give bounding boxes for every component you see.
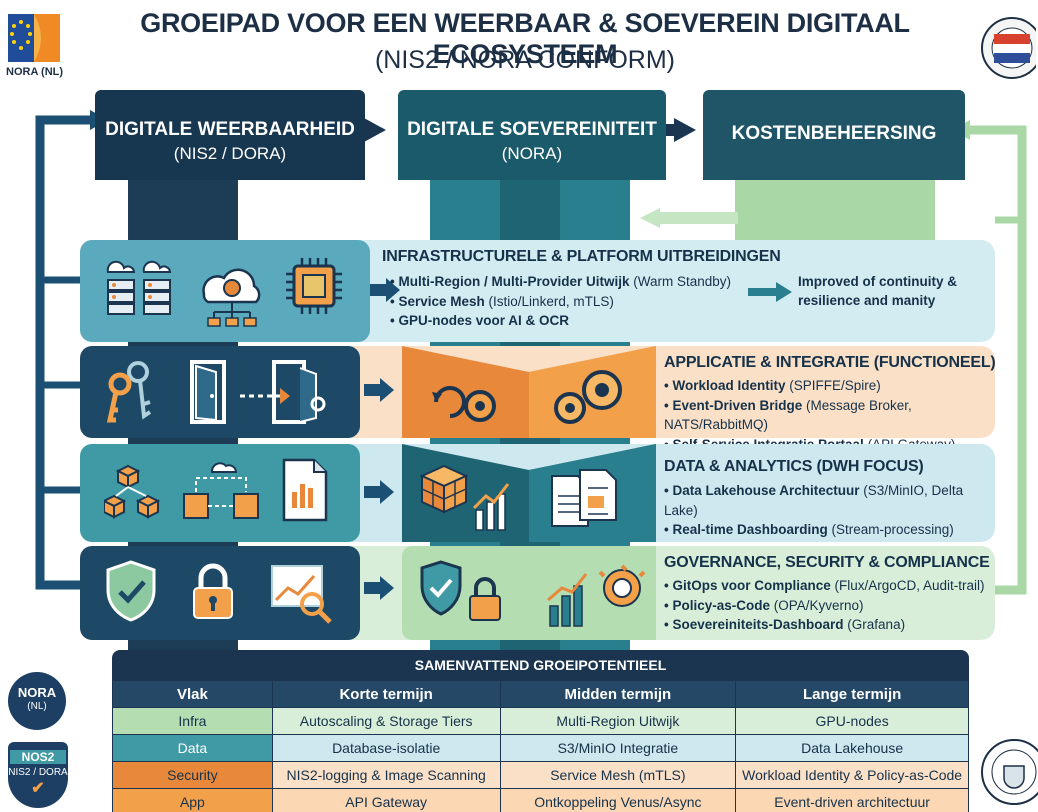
door-icon: [190, 360, 226, 424]
column-subtitle: (NORA): [501, 144, 563, 163]
badge-line: NORA: [17, 685, 57, 700]
bullet-item: Real-time Dashboarding (Stream-processin…: [664, 520, 994, 540]
analytics-search-icon: [271, 565, 332, 624]
table-row: Data Database-isolatie S3/MinIO Integrat…: [112, 734, 969, 762]
row-label: App: [112, 788, 273, 812]
summary-table: SAMENVATTEND GROEIPOTENTIEEL Vlak Korte …: [112, 650, 969, 812]
gov-bullets: GitOps voor Compliance (Flux/ArgoCD, Aud…: [664, 576, 994, 635]
column-header: Vlak: [112, 680, 273, 708]
bullet-item: Data Lakehouse Architectuur (S3/MinIO, D…: [664, 481, 994, 520]
column-header-soevereiniteit: DIGITALE SOEVEREINITEIT (NORA): [398, 90, 666, 180]
row-label: Infra: [112, 707, 273, 735]
cloud-gear-icon: [202, 268, 261, 327]
bullet-item: Workload Identity (SPIFFE/Spire): [664, 376, 994, 396]
table-cell: Service Mesh (mTLS): [499, 761, 737, 789]
check-icon: ✔: [31, 780, 45, 797]
data-title: DATA & ANALYTICS (DWH FOCUS): [664, 458, 924, 475]
bar-chart-icon: [472, 483, 510, 531]
table-cell: Workload Identity & Policy-as-Code: [735, 761, 969, 789]
column-header: Midden termijn: [499, 680, 737, 708]
infra-outcome: Improved of continuity & resilience and …: [798, 274, 958, 308]
column-title: KOSTENBEHEERSING: [731, 123, 937, 144]
bullet-item: Event-Driven Bridge (Message Broker, NAT…: [664, 396, 994, 435]
bullet-item: Multi-Region / Multi-Provider Uitwijk (W…: [390, 272, 750, 292]
page-subtitle: (NIS2 / NORA CONFORM): [374, 46, 675, 74]
arrow-right-icon: [748, 282, 792, 302]
table-cell: GPU-nodes: [735, 707, 969, 735]
cloud-server-icon: [106, 260, 172, 315]
padlock-icon: [193, 563, 233, 619]
netherlands-seal-icon: [981, 739, 1038, 805]
table-cell: S3/MinIO Integratie: [499, 734, 737, 762]
summary-grid: Vlak Korte termijn Midden termijn Lange …: [112, 680, 969, 812]
eu-nora-logo: [8, 14, 60, 62]
column-subtitle: (NIS2 / DORA): [173, 144, 287, 163]
documents-icon: [551, 469, 617, 527]
column-header-kostenbeheersing: KOSTENBEHEERSING: [703, 90, 965, 180]
grafana-icon: [598, 564, 646, 607]
table-cell: Event-driven architectuur: [735, 788, 969, 812]
shield-check-icon: [420, 560, 462, 616]
bullet-item: Service Mesh (Istio/Linkerd, mTLS): [390, 292, 750, 312]
gpu-chip-icon: [286, 258, 342, 314]
app-title: APPLICATIE & INTEGRATIE (FUNCTIONEEL): [664, 354, 996, 371]
logo-label: NORA (NL): [6, 66, 64, 78]
cloud-cubes-icon: [183, 462, 259, 519]
bullet-item: Policy-as-Code (OPA/Kyverno): [664, 596, 994, 616]
table-cell: Data Lakehouse: [735, 734, 969, 762]
data-bullets: Data Lakehouse Architectuur (S3/MinIO, D…: [664, 481, 994, 540]
infra-bullets: Multi-Region / Multi-Provider Uitwijk (W…: [390, 272, 750, 331]
bullet-item: GitOps voor Compliance (Flux/ArgoCD, Aud…: [664, 576, 994, 596]
table-cell: Ontkoppeling Venus/Async: [499, 788, 737, 812]
nos2-badge: NOS2 NIS2 / DORA ✔: [8, 742, 68, 808]
table-cell: Multi-Region Uitwijk: [499, 707, 737, 735]
column-header: Korte termijn: [271, 680, 501, 708]
app-arrow-icon: [364, 378, 394, 402]
badge-line: NIS2 / DORA: [8, 767, 68, 778]
column-header: Lange termijn: [735, 680, 969, 708]
app-bullets: Workload Identity (SPIFFE/Spire) Event-D…: [664, 376, 994, 454]
table-row: App API Gateway Ontkoppeling Venus/Async…: [112, 788, 969, 812]
table-header-row: Vlak Korte termijn Midden termijn Lange …: [112, 680, 969, 708]
badge-line: NOS2: [10, 750, 66, 764]
badge-line: (NL): [27, 701, 47, 712]
cubes-icon: [104, 464, 161, 519]
gears-icon: [432, 386, 496, 422]
gears-icon: [554, 370, 622, 424]
gov-title: GOVERNANCE, SECURITY & COMPLIANCE: [664, 554, 990, 571]
column-title: DIGITALE SOEVEREINITEIT: [407, 119, 657, 140]
bullet-item: Soevereiniteits-Dashboard (Grafana): [664, 615, 994, 635]
keys-icon: [106, 361, 152, 423]
bar-chart-icon: [547, 573, 588, 627]
column-title: DIGITALE WEERBAARHEID: [105, 119, 355, 140]
padlock-icon: [469, 577, 501, 621]
infra-title: INFRASTRUCTURELE & PLATFORM UITBREIDINGE…: [382, 248, 781, 265]
column-header-weerbaarheid: DIGITALE WEERBAARHEID (NIS2 / DORA): [95, 90, 365, 180]
table-cell: Database-isolatie: [271, 734, 501, 762]
data-arrow-icon: [364, 480, 394, 504]
bullet-item: GPU-nodes voor AI & OCR: [390, 311, 750, 331]
table-row: Infra Autoscaling & Storage Tiers Multi-…: [112, 707, 969, 735]
nora-badge: NORA (NL): [8, 672, 66, 730]
table-cell: NIS2-logging & Image Scanning: [271, 761, 501, 789]
page-title: GROEIPAD VOOR EEN WEERBAAR & SOEVEREIN D…: [140, 8, 910, 69]
door-exit-icon: [240, 360, 326, 424]
gov-arrow-icon: [364, 576, 394, 600]
table-row: Security NIS2-logging & Image Scanning S…: [112, 761, 969, 789]
shield-check-icon: [106, 560, 156, 622]
summary-table-title: SAMENVATTEND GROEIPOTENTIEEL: [414, 657, 667, 673]
table-cell: API Gateway: [271, 788, 501, 812]
document-chart-icon: [282, 458, 328, 522]
row-label: Security: [112, 761, 273, 789]
row-label: Data: [112, 734, 273, 762]
netherlands-seal-icon: [980, 10, 1038, 86]
cube-stack-icon: [419, 464, 469, 514]
table-cell: Autoscaling & Storage Tiers: [271, 707, 501, 735]
